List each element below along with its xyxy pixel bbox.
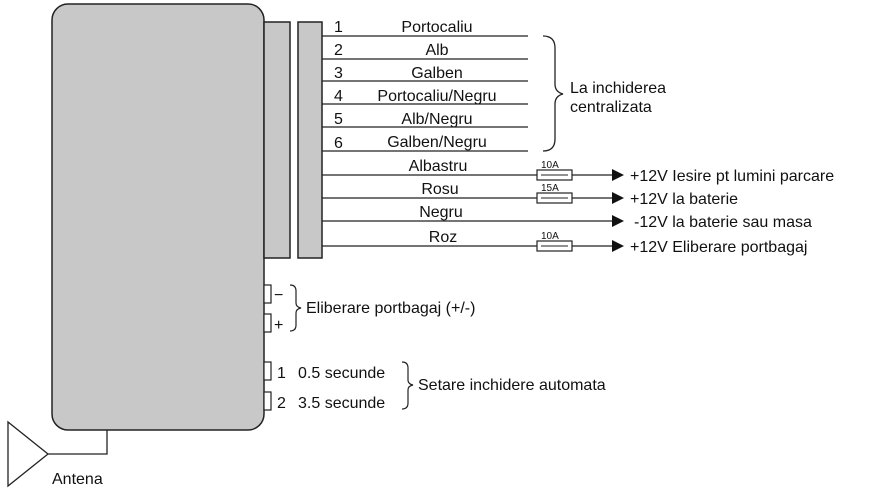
- fuse-rating-albastru: 10A: [541, 160, 559, 171]
- trunk-brace: [289, 284, 302, 332]
- antenna-lead: [48, 430, 108, 455]
- trunk-terminal-plus: [263, 313, 272, 333]
- trunk-minus-sign: −: [274, 287, 283, 304]
- power-color-rosu: Rosu: [421, 181, 458, 198]
- power-color-albastru: Albastru: [409, 158, 468, 175]
- arrow-roz-icon: [612, 240, 624, 252]
- connector-block-inner: [263, 21, 291, 259]
- timer-option-number-2: 2: [277, 395, 286, 412]
- wire-number-1: 1: [334, 19, 343, 36]
- fuse-rating-rosu: 15A: [541, 183, 559, 194]
- central-lock-brace: [542, 35, 564, 152]
- wire-color-3: Galben: [411, 65, 463, 82]
- antenna-icon: [7, 420, 50, 488]
- wire-number-6: 6: [334, 135, 343, 152]
- timer-option-value-1: 0.5 secunde: [298, 365, 385, 382]
- trunk-terminal-minus: [263, 284, 272, 304]
- timer-terminal-2: [263, 391, 272, 411]
- power-dest-rosu: +12V la baterie: [630, 191, 738, 208]
- wire-color-1: Portocaliu: [401, 19, 472, 36]
- central-lock-label-line2: centralizata: [570, 99, 652, 116]
- fuse-rating-roz: 10A: [541, 231, 559, 242]
- arrow-albastru-icon: [612, 169, 624, 181]
- power-color-negru: Negru: [419, 204, 463, 221]
- trunk-label: Eliberare portbagaj (+/-): [306, 300, 475, 317]
- wire-color-5: Alb/Negru: [401, 111, 472, 128]
- arrow-rosu-icon: [612, 192, 624, 204]
- central-lock-label-line1: La inchiderea: [570, 80, 666, 97]
- arrow-negru-icon: [612, 215, 624, 227]
- power-dest-negru: -12V la baterie sau masa: [634, 214, 812, 231]
- trunk-release-terminals: − + Eliberare portbagaj (+/-): [263, 284, 475, 334]
- power-dest-roz: +12V Eliberare portbagaj: [630, 239, 807, 256]
- auto-lock-timer-terminals: 1 2 0.5 secunde 3.5 secunde Setare inchi…: [263, 361, 606, 412]
- timer-option-number-1: 1: [277, 365, 286, 382]
- power-dest-albastru: +12V Iesire pt lumini parcare: [630, 168, 834, 185]
- timer-option-value-2: 3.5 secunde: [298, 395, 385, 412]
- timer-terminal-1: [263, 361, 272, 381]
- timer-label: Setare inchidere automata: [418, 377, 606, 394]
- control-unit-body: [51, 3, 265, 431]
- wire-color-4: Portocaliu/Negru: [377, 88, 496, 105]
- wire-number-5: 5: [334, 111, 343, 128]
- timer-brace: [401, 361, 414, 410]
- connector-block-outer: [297, 21, 323, 259]
- antenna-label: Antena: [52, 471, 103, 488]
- wire-color-2: Alb: [425, 42, 448, 59]
- power-wires: 10A Albastru +12V Iesire pt lumini parca…: [322, 158, 834, 256]
- power-color-roz: Roz: [429, 229, 457, 246]
- wire-number-3: 3: [334, 65, 343, 82]
- trunk-plus-sign: +: [274, 317, 283, 334]
- central-lock-wires: 1 2 3 4 5 6 Portocaliu Alb Galben Portoc…: [322, 19, 528, 152]
- antenna: Antena: [7, 420, 108, 488]
- wire-number-2: 2: [334, 42, 343, 59]
- wire-color-6: Galben/Negru: [387, 134, 487, 151]
- wire-number-4: 4: [334, 88, 343, 105]
